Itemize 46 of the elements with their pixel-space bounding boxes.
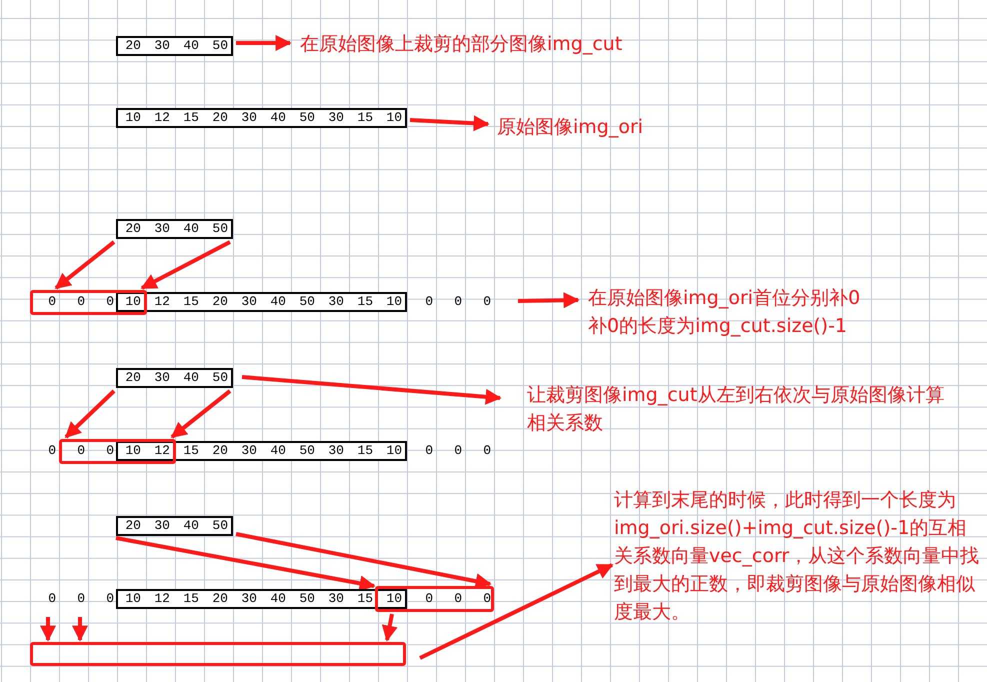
cell-value: 0 [105,442,114,460]
number-array: 10 12 15 20 30 40 50 30 15 10 [116,292,407,312]
arrow [116,536,376,592]
cell-value: 0 [47,442,56,460]
cell-value: 0 [76,293,85,311]
arrow [242,375,502,405]
cell-value: 0 [105,293,114,311]
arrow [170,389,232,439]
cell-value: 0 [482,442,491,460]
number-array: 20 30 40 50 [116,368,233,388]
cell-value: 0 [424,590,433,608]
arrow [72,617,88,642]
cell-value: 0 [453,442,462,460]
number-array: 20 30 40 50 [116,36,233,56]
highlight-frame [30,290,147,315]
highlight-frame [375,586,494,612]
number-array: 20 30 40 50 [116,219,233,239]
number-array: 10 12 15 20 30 40 50 30 15 10 [116,589,407,609]
arrow [40,617,56,642]
cell-value: 0 [47,293,56,311]
annotation-text: 让裁剪图像img_cut从左到右依次与原始图像计算相关系数 [527,383,946,436]
annotation-text: 计算到末尾的时候，此时得到一个长度为img_ori.size()+img_cut.size()-1的互相关系数向量vec_corr，从这个系数向量中找到最大的正数，即裁剪图像与原始图像相似度最大。 [614,488,980,625]
annotation-text: 在原始图像上裁剪的部分图像img_cut [300,32,622,57]
arrow [236,35,292,51]
highlight-frame [30,642,406,666]
cell-value: 0 [424,442,433,460]
cell-value: 0 [424,293,433,311]
number-array: 10 12 15 20 30 40 50 30 15 10 [116,108,407,128]
arrow [518,292,580,308]
number-array: 20 30 40 50 [116,516,233,536]
cell-value: 0 [482,293,491,311]
cell-value: 0 [76,590,85,608]
cell-value: 0 [76,442,85,460]
cell-value: 0 [453,293,462,311]
annotation-text: 原始图像img_ori [497,115,644,140]
arrow [140,240,231,290]
cell-value: 0 [47,590,56,608]
cell-value: 0 [105,590,114,608]
highlight-frame [59,439,176,464]
cell-value: 0 [482,590,491,608]
arrow [419,563,614,660]
annotation-text: 在原始图像img_ori首位分别补0 [588,286,860,311]
arrow [382,614,398,642]
cell-value: 0 [453,590,462,608]
annotation-text: 补0的长度为img_cut.size()-1 [588,314,848,339]
number-array: 10 12 15 20 30 40 50 30 15 10 [116,441,407,461]
